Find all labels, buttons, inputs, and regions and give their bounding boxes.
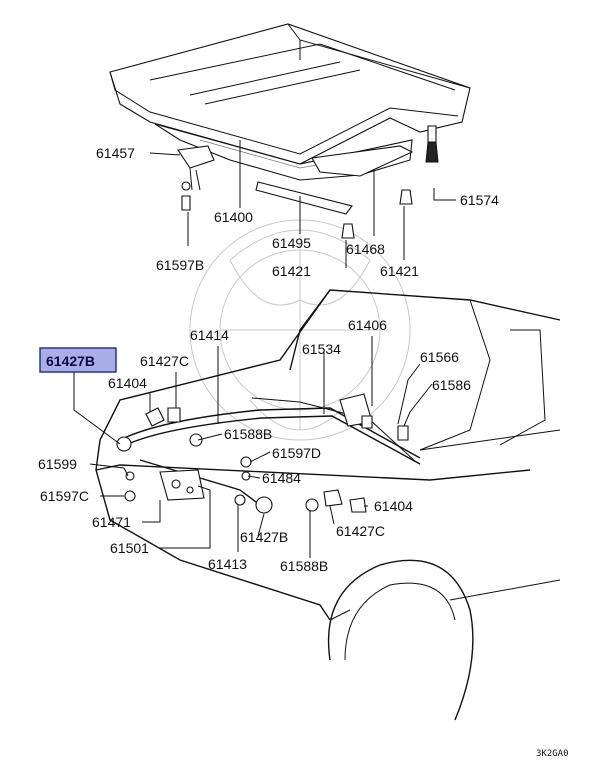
- highlighted-part-callout[interactable]: 61427B: [39, 347, 117, 373]
- hood-seal: [255, 181, 353, 215]
- hood-release-cable: [119, 397, 421, 465]
- callout-61597d[interactable]: 61597D: [272, 445, 321, 461]
- callout-61457[interactable]: 61457: [96, 145, 135, 161]
- callout-61427b-bottom[interactable]: 61427B: [240, 529, 288, 545]
- callout-labels: 61457 61400 61574 61495 61597B 61468 614…: [38, 145, 499, 574]
- highlighted-part-label: 61427B: [46, 353, 95, 369]
- callout-61406[interactable]: 61406: [348, 317, 387, 333]
- leader-lines: [73, 140, 456, 558]
- latch-assembly: [159, 469, 205, 501]
- callout-61495[interactable]: 61495: [272, 235, 311, 251]
- hood-support-rod: [139, 459, 261, 506]
- callout-61421-left[interactable]: 61421: [272, 263, 311, 279]
- highlight-box: [39, 347, 117, 373]
- hood-panel: [109, 23, 471, 165]
- hood-hinge-left: [177, 145, 215, 191]
- callout-61597c[interactable]: 61597C: [40, 488, 89, 504]
- callout-61588b-top[interactable]: 61588B: [224, 426, 272, 442]
- callout-61404-left[interactable]: 61404: [108, 375, 147, 391]
- callout-61566[interactable]: 61566: [420, 349, 459, 365]
- callout-61468[interactable]: 61468: [346, 241, 385, 257]
- callout-61471[interactable]: 61471: [92, 514, 131, 530]
- hood-bumper-right: [425, 125, 439, 163]
- callout-61586[interactable]: 61586: [432, 377, 471, 393]
- callout-61414[interactable]: 61414: [190, 327, 229, 343]
- callout-61427c-bottom[interactable]: 61427C: [336, 523, 385, 539]
- callout-61484[interactable]: 61484: [262, 470, 301, 486]
- callout-61400[interactable]: 61400: [214, 209, 253, 225]
- callout-61599[interactable]: 61599: [38, 456, 77, 472]
- hood-underside: [154, 123, 414, 181]
- diagram-code: 3K2GA0: [536, 749, 569, 759]
- callout-61421-right[interactable]: 61421: [380, 263, 419, 279]
- callout-61597b[interactable]: 61597B: [156, 257, 204, 273]
- small-fasteners: [116, 393, 409, 514]
- callout-61574[interactable]: 61574: [460, 192, 499, 208]
- callout-61404-right[interactable]: 61404: [374, 498, 413, 514]
- callout-61501[interactable]: 61501: [110, 540, 149, 556]
- callout-61588b-bottom[interactable]: 61588B: [280, 558, 328, 574]
- callout-61534[interactable]: 61534: [302, 341, 341, 357]
- callout-61413[interactable]: 61413: [208, 556, 247, 572]
- callout-61427c-top[interactable]: 61427C: [140, 353, 189, 369]
- hood-fasteners: [181, 189, 413, 239]
